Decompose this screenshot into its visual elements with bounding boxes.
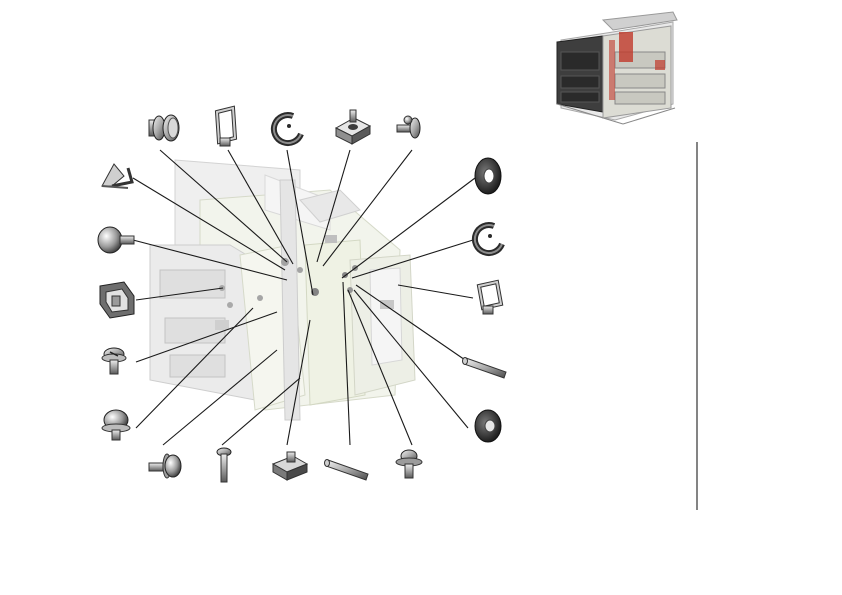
leader-line [322, 149, 413, 267]
step-pin-icon [148, 114, 180, 142]
leader-line [286, 149, 314, 296]
bracket-clip-icon [476, 279, 504, 315]
leader-line [162, 349, 278, 446]
leader-line [132, 177, 286, 271]
thick-washer-icon [474, 409, 502, 443]
leader-line [286, 319, 311, 446]
cable-clamp-icon [99, 281, 135, 319]
leader-line [353, 289, 469, 429]
retainer-clip-icon [271, 451, 309, 481]
assembled-unit-thumbnail [553, 11, 678, 132]
leader-line [347, 289, 413, 446]
leader-line [316, 149, 351, 263]
leader-line [341, 177, 476, 279]
long-pin-icon [216, 447, 232, 483]
leader-line [221, 377, 301, 446]
round-head-pin-icon [97, 226, 135, 254]
spring-clip-icon [101, 163, 134, 189]
leader-line [135, 311, 278, 363]
leader-line [355, 284, 469, 363]
tooth-washer-screw-icon [395, 449, 423, 479]
flat-washer-icon [474, 157, 502, 195]
square-nut-icon [334, 109, 372, 145]
leader-line [227, 149, 294, 265]
shoulder-screw-icon [101, 409, 131, 441]
leader-line [132, 239, 288, 281]
exploded-assembly [149, 159, 416, 421]
shoulder-screw-icon [148, 453, 182, 479]
shaft-rod-icon [462, 357, 507, 379]
shaft-rod-icon [324, 459, 369, 481]
bracket-clip-icon [214, 105, 238, 147]
e-ring-icon [471, 222, 505, 256]
leader-line [135, 287, 224, 301]
leader-line [135, 307, 254, 429]
leader-line [159, 149, 288, 263]
small-pin-icon [396, 115, 421, 139]
leader-line [397, 284, 474, 299]
flange-screw-icon [101, 347, 127, 375]
e-ring-icon [270, 112, 304, 146]
leader-line [342, 281, 351, 446]
leader-line [351, 239, 474, 279]
leader-lines [132, 149, 476, 446]
